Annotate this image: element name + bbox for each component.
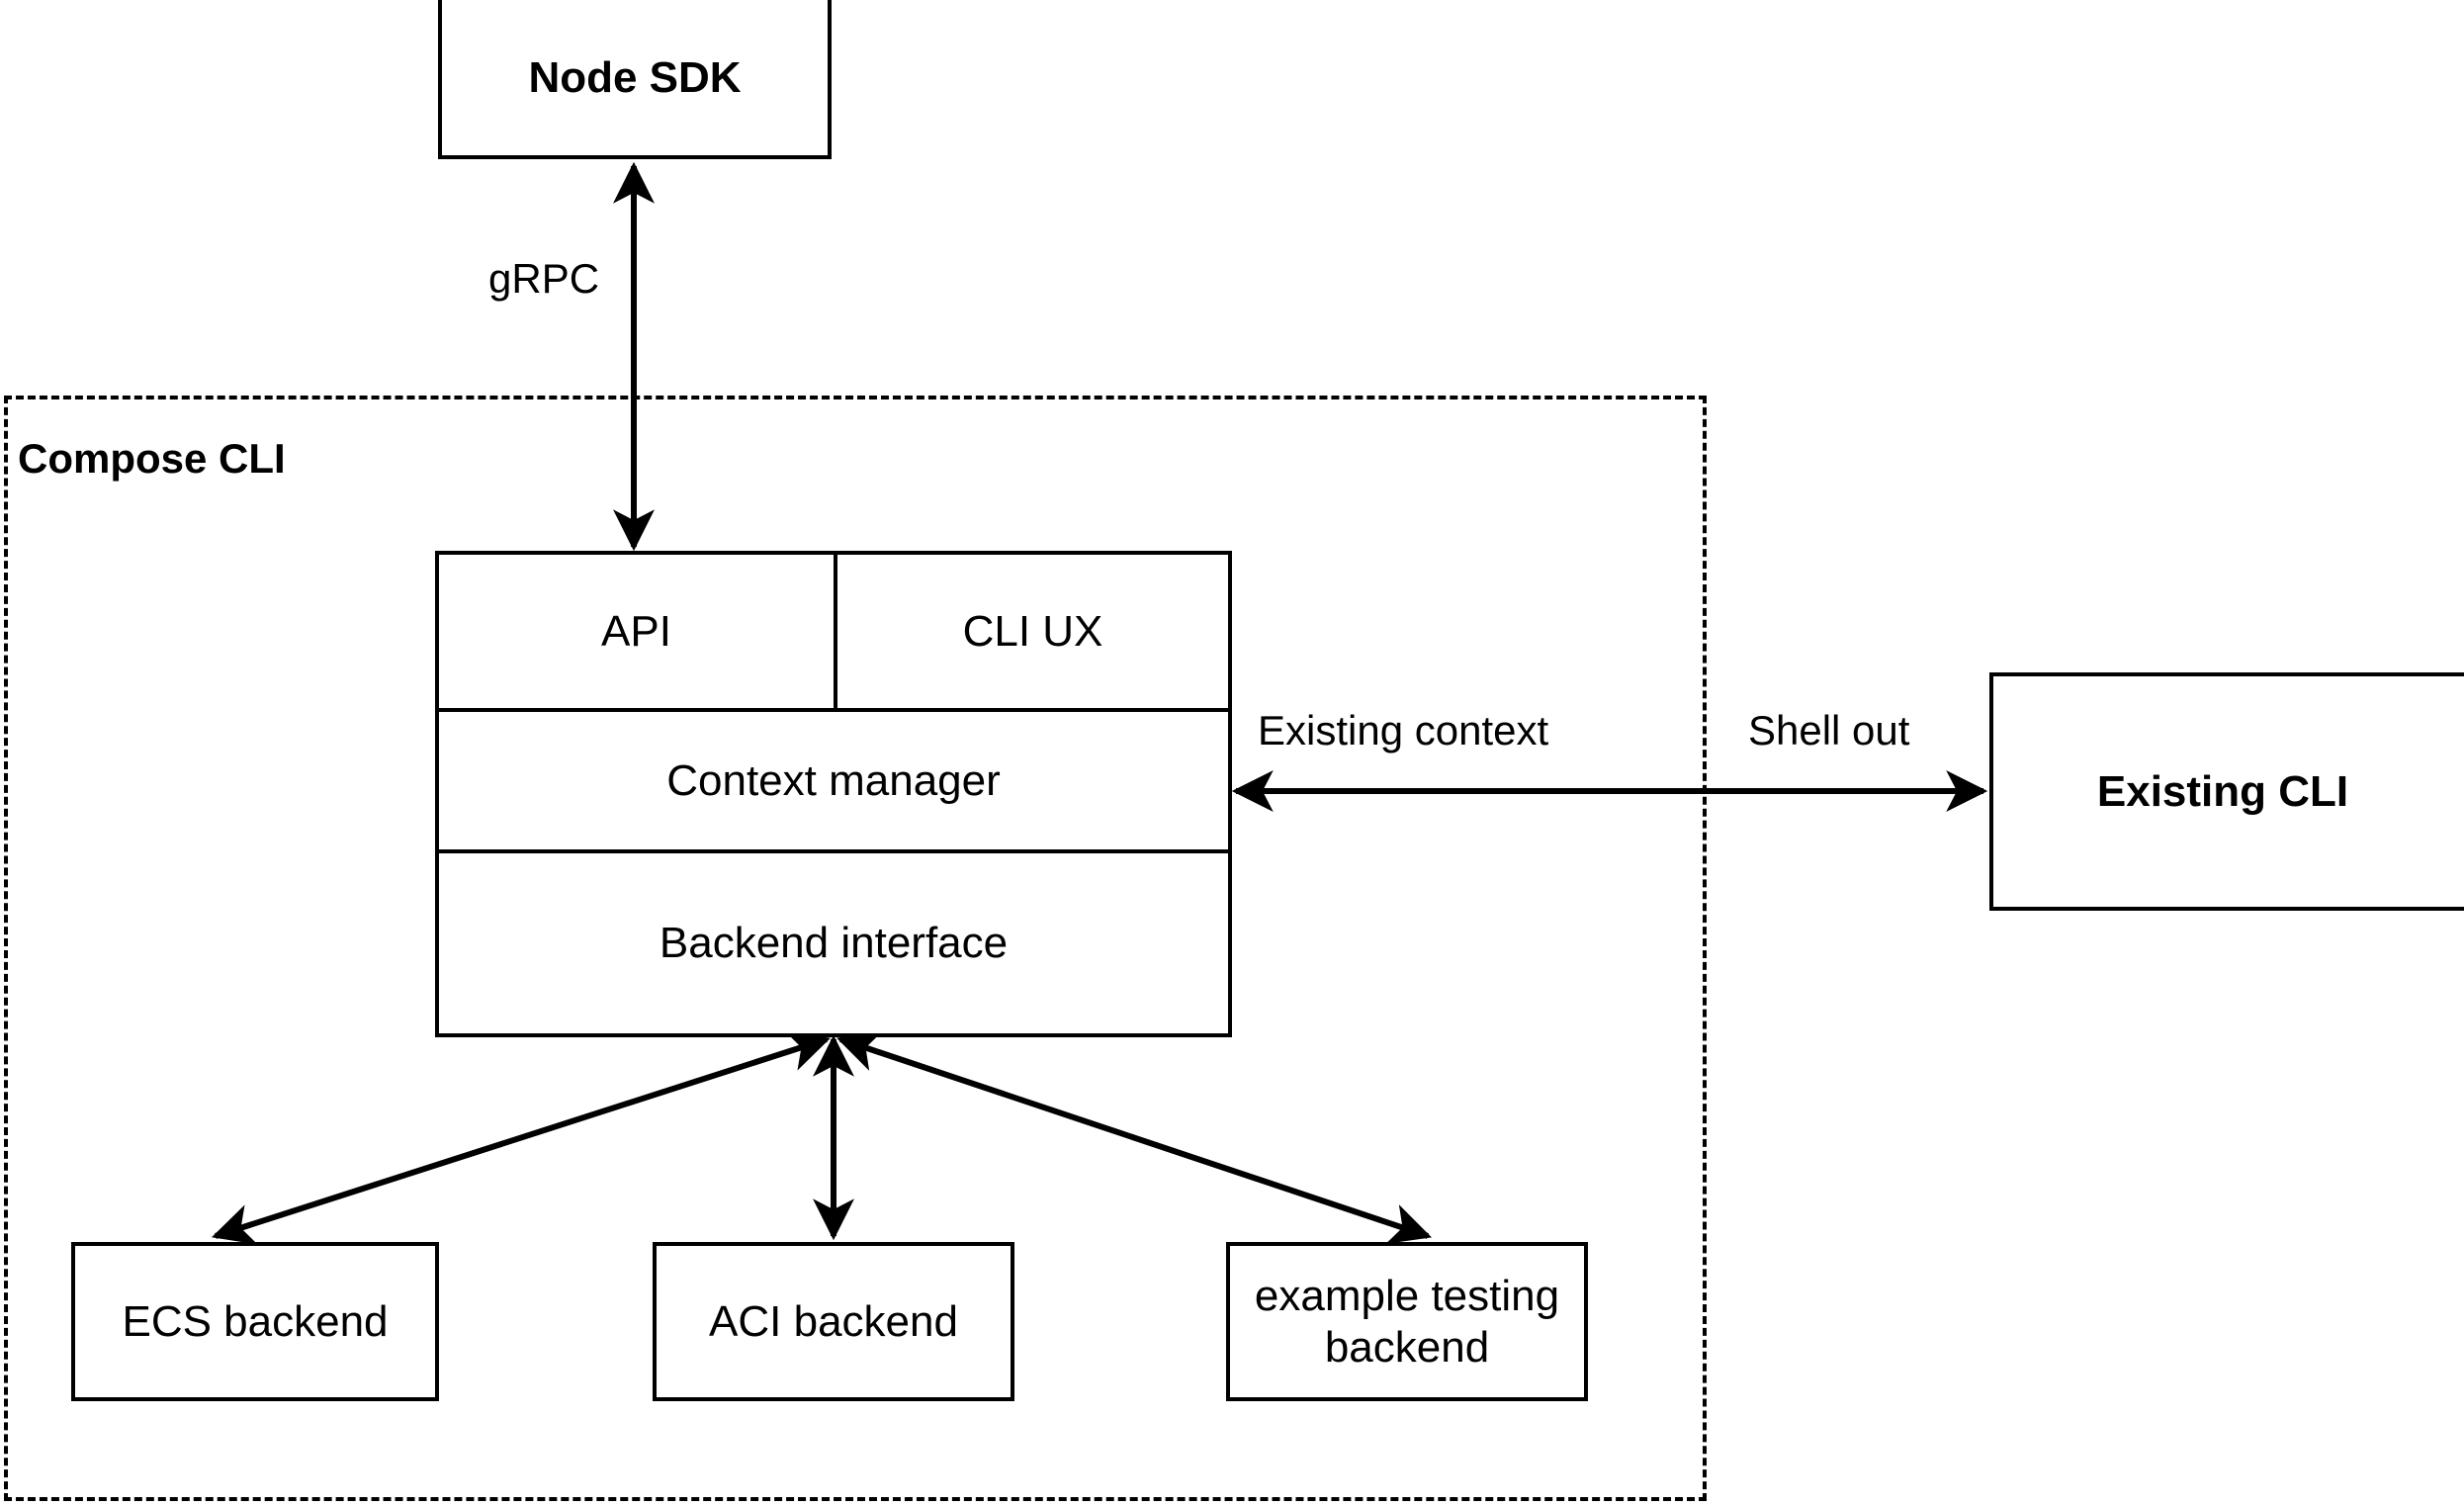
stack-cell-cli-ux-label: CLI UX bbox=[962, 606, 1103, 656]
compose-cli-group-boundary bbox=[4, 396, 1707, 1501]
stack-cell-backend-interface-label: Backend interface bbox=[659, 919, 1009, 967]
node-aci-backend-label: ACI backend bbox=[709, 1296, 958, 1346]
compose-cli-group-label: Compose CLI bbox=[18, 435, 286, 482]
node-node-sdk[interactable]: Node SDK bbox=[438, 0, 832, 159]
stack-cell-api[interactable]: API bbox=[439, 555, 834, 708]
edge-label-shell-out: Shell out bbox=[1748, 707, 1910, 754]
node-example-testing-backend-label: example testing backend bbox=[1254, 1271, 1560, 1372]
node-ecs-backend-label: ECS backend bbox=[122, 1296, 389, 1346]
node-node-sdk-label: Node SDK bbox=[528, 52, 742, 102]
edge-label-existing-context: Existing context bbox=[1258, 707, 1549, 754]
stack-cell-cli-ux[interactable]: CLI UX bbox=[834, 555, 1228, 708]
node-aci-backend[interactable]: ACI backend bbox=[653, 1242, 1014, 1401]
stack-row-context-manager[interactable]: Context manager bbox=[439, 708, 1228, 849]
node-existing-cli-label: Existing CLI bbox=[2096, 766, 2349, 816]
stack-cell-context-manager-label: Context manager bbox=[666, 755, 1001, 805]
stack-cell-api-label: API bbox=[601, 606, 671, 656]
compose-cli-stack: API CLI UX Context manager Backend inter… bbox=[435, 551, 1232, 1037]
node-existing-cli[interactable]: Existing CLI bbox=[1989, 672, 2464, 911]
stack-row-api-cliux: API CLI UX bbox=[439, 555, 1228, 708]
stack-row-backend-interface[interactable]: Backend interface bbox=[439, 849, 1228, 1033]
node-ecs-backend[interactable]: ECS backend bbox=[71, 1242, 439, 1401]
edge-label-grpc: gRPC bbox=[488, 255, 600, 302]
node-example-testing-backend[interactable]: example testing backend bbox=[1226, 1242, 1588, 1401]
